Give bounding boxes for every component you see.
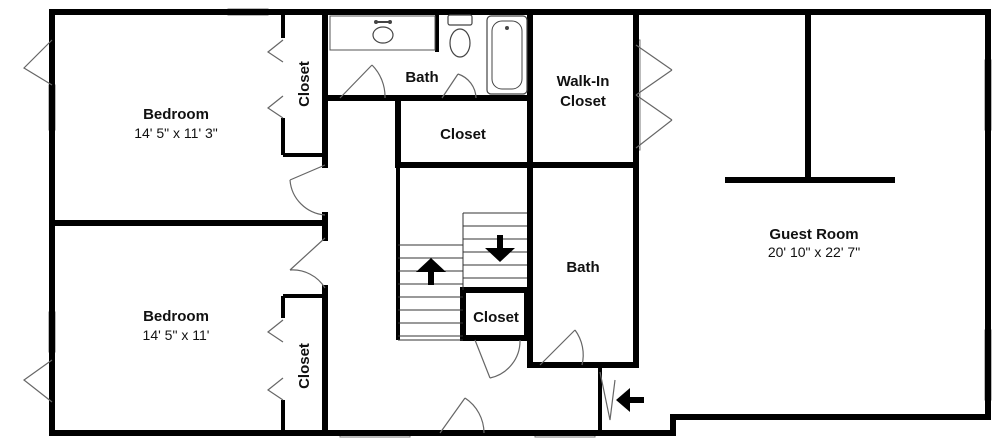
room-closet-stair: Closet bbox=[473, 309, 519, 326]
room-dimensions: 14' 5" x 11' bbox=[143, 327, 210, 343]
room-closet-bedroom-top: Closet bbox=[296, 61, 313, 107]
room-name: Guest Room bbox=[769, 226, 858, 243]
room-walk-in-closet: Walk-In Closet bbox=[557, 73, 610, 110]
room-name-line1: Walk-In bbox=[557, 73, 610, 90]
room-name: Bedroom bbox=[143, 308, 209, 325]
exterior-walls bbox=[49, 9, 991, 436]
room-dimensions: 20' 10" x 22' 7" bbox=[768, 244, 860, 260]
room-bath-middle: Bath bbox=[566, 259, 599, 276]
room-bedroom-bottom: Bedroom 14' 5" x 11' bbox=[143, 308, 210, 343]
room-closet-hall: Closet bbox=[440, 126, 486, 143]
room-dimensions: 14' 5" x 11' 3" bbox=[134, 125, 218, 141]
room-name-line2: Closet bbox=[560, 93, 606, 110]
bath-fixtures bbox=[329, 14, 528, 95]
sink-icon bbox=[372, 20, 394, 44]
room-bedroom-top: Bedroom 14' 5" x 11' 3" bbox=[134, 106, 218, 141]
toilet-icon bbox=[447, 14, 473, 58]
room-name: Bedroom bbox=[143, 106, 209, 123]
bathtub-icon bbox=[486, 15, 528, 95]
stair-down-arrow-icon bbox=[485, 235, 515, 262]
entry-arrow-icon bbox=[616, 388, 644, 412]
stair-up-arrow-icon bbox=[416, 258, 446, 285]
room-guest-room: Guest Room 20' 10" x 22' 7" bbox=[768, 226, 860, 260]
doors bbox=[22, 39, 673, 434]
room-bath-top: Bath bbox=[405, 69, 438, 86]
interior-walls bbox=[49, 9, 895, 436]
staircase bbox=[398, 212, 527, 341]
room-closet-bedroom-bottom: Closet bbox=[296, 343, 313, 389]
